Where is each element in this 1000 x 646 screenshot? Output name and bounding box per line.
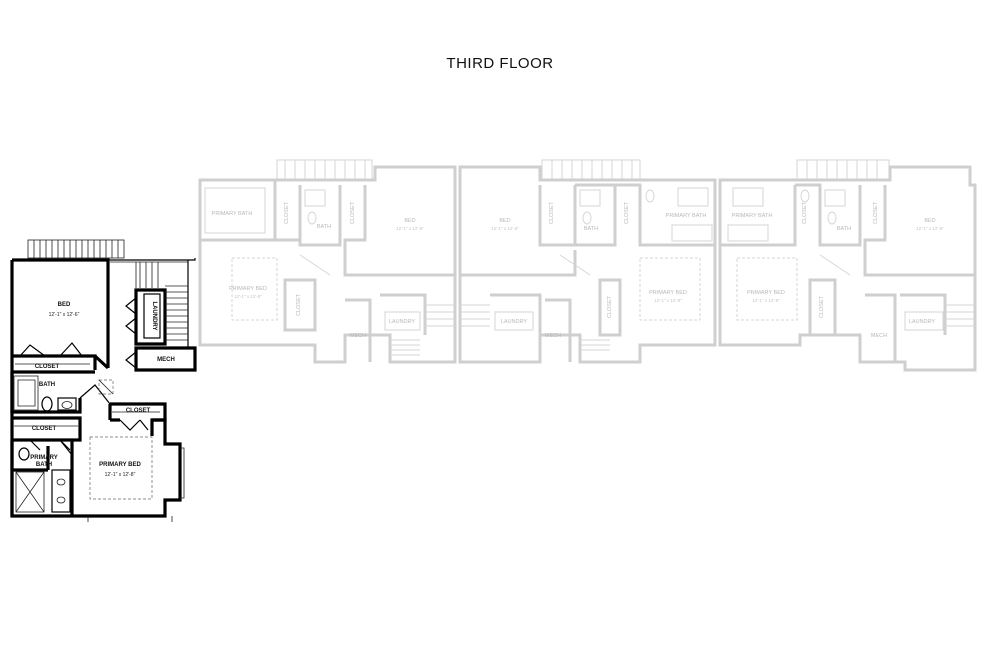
- ghost-mech-label-3: MECH: [871, 333, 887, 339]
- ghost-primary-bath-label-3: PRIMARY BATH: [732, 213, 773, 219]
- ghost-bath-label-2: BATH: [584, 226, 598, 232]
- ghost-mech-label-2: MECH: [545, 333, 561, 339]
- ghost-closet-label-7: CLOSET: [802, 201, 808, 224]
- bathtub: [13, 375, 39, 411]
- shower: [15, 471, 45, 513]
- ghost-primary-bed-dims-3: 12'-1" x 12'-8": [752, 298, 780, 303]
- ghost-bed-dims-1: 12'-1" x 12'-6": [396, 226, 424, 231]
- ghost-primary-bed-label-2: PRIMARY BED: [649, 290, 687, 296]
- bed-dims: 12'-1" x 12'-6": [49, 312, 80, 318]
- ghost-closet-label-6: CLOSET: [607, 295, 613, 318]
- primary-bath-label-line2: BATH: [36, 462, 52, 468]
- primary-bed-dims: 12'-1" x 12'-8": [105, 472, 136, 478]
- ghost-bath-label-3: BATH: [837, 226, 851, 232]
- closet-top-label: CLOSET: [35, 364, 60, 370]
- ghost-bed-label-2: BED: [499, 218, 510, 224]
- ghost-closet-label-8: CLOSET: [873, 201, 879, 224]
- plan-title: THIRD FLOOR: [446, 55, 554, 72]
- ghost-mech-label-1: MECH: [350, 333, 366, 339]
- ghost-closet-label-1: CLOSET: [284, 201, 290, 224]
- ghost-primary-bed-dims-1: 12'-1" x 12'-8": [234, 294, 262, 299]
- ghost-laundry-label-1: LAUNDRY: [389, 319, 416, 325]
- ghost-primary-bed-label-3: PRIMARY BED: [747, 290, 785, 296]
- ghost-laundry-label-3: LAUNDRY: [909, 319, 936, 325]
- exterior-walls: [10, 258, 182, 518]
- laundry-machine: [143, 293, 161, 339]
- ghost-units: PRIMARY BATH PRIMARY BED 12'-1" x 12'-8"…: [198, 159, 977, 372]
- ghost-bed-label-1: BED: [404, 218, 415, 224]
- ghost-closet-label-2: CLOSET: [350, 201, 356, 224]
- ghost-primary-bath-label-2: PRIMARY BATH: [666, 213, 707, 219]
- stairs: [135, 262, 188, 341]
- ghost-closet-label-3: CLOSET: [296, 293, 302, 316]
- ghost-closet-label-5: CLOSET: [624, 201, 630, 224]
- primary-bed-label: PRIMARY BED: [99, 462, 141, 468]
- mech-label: MECH: [157, 357, 175, 363]
- bath-sink: [57, 397, 77, 411]
- primary-bed-rug: [89, 436, 153, 500]
- mech-room-walls: [134, 346, 197, 372]
- primary-bath-label-line1: PRIMARY: [30, 455, 57, 461]
- ghost-bed-label-3: BED: [924, 218, 935, 224]
- ghost-primary-bed-dims-2: 12'-1" x 12'-8": [654, 298, 682, 303]
- ghost-bath-label-1: BATH: [317, 224, 331, 230]
- toilet: [41, 396, 53, 412]
- ghost-primary-bath-label-1: PRIMARY BATH: [212, 211, 253, 217]
- closet-hall-label: CLOSET: [126, 408, 151, 414]
- ghost-bed-dims-3: 12'-1" x 12'-6": [916, 226, 944, 231]
- highlighted-unit: BED 12'-1" x 12'-6" CLOSET LAUNDRY MECH …: [10, 239, 197, 522]
- balcony-railing: [27, 239, 125, 259]
- primary-vanity: [51, 469, 71, 513]
- ghost-primary-bed-label-1: PRIMARY BED: [229, 286, 267, 292]
- closet-primary-label: CLOSET: [32, 426, 57, 432]
- bath-label: BATH: [39, 382, 55, 388]
- laundry-room-walls: [134, 288, 167, 346]
- ghost-closet-label-4: CLOSET: [549, 201, 555, 224]
- bed-label: BED: [58, 302, 71, 308]
- primary-toilet: [18, 447, 30, 461]
- ghost-bed-dims-2: 12'-1" x 12'-6": [491, 226, 519, 231]
- laundry-label: LAUNDRY: [151, 301, 157, 330]
- ghost-laundry-label-2: LAUNDRY: [501, 319, 528, 325]
- ghost-closet-label-9: CLOSET: [819, 295, 825, 318]
